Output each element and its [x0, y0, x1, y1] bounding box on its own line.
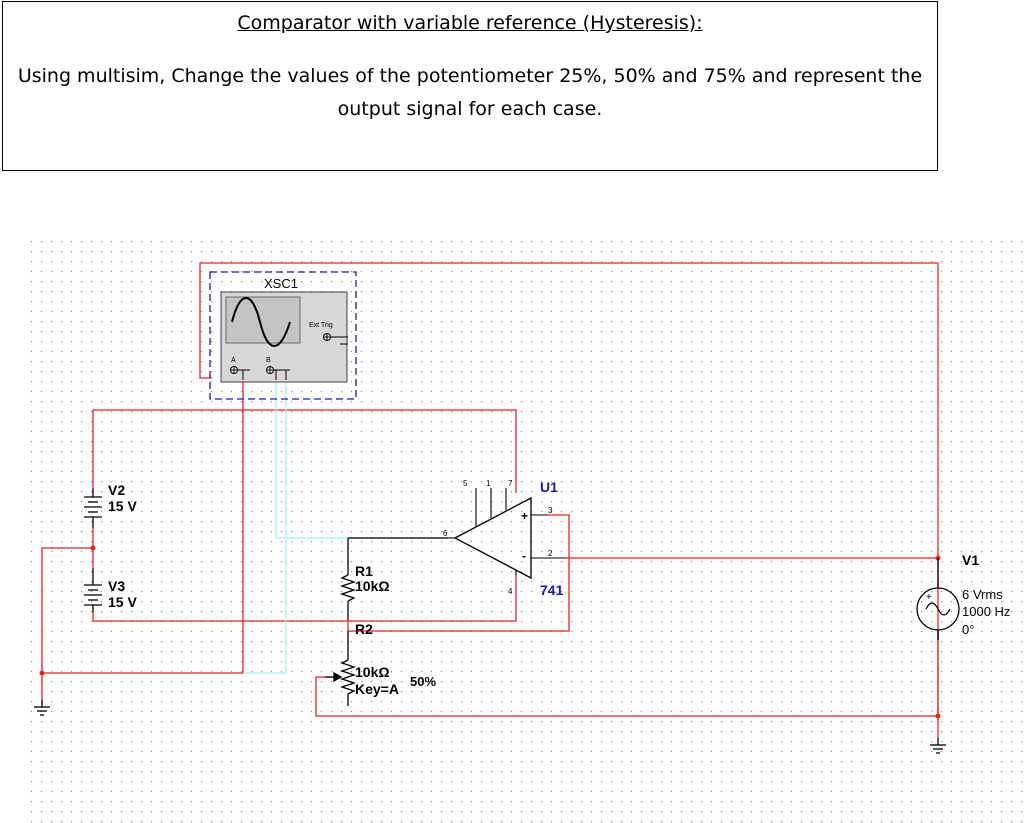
workspace-grid — [28, 238, 1024, 823]
resistor-r1-value: 10kΩ — [355, 578, 390, 594]
battery-v3-value: 15 V — [108, 594, 137, 610]
opamp-pins — [448, 488, 566, 575]
ext-trig-terminal[interactable] — [323, 333, 349, 345]
opamp-pin-7: 7 — [508, 479, 513, 488]
ac-source-v1-amplitude: 6 Vrms — [962, 587, 1003, 602]
ac-source-v1-ref: V1 — [962, 552, 979, 568]
ac-source-v1[interactable] — [916, 558, 960, 640]
resistor-r1-ref: R1 — [355, 563, 373, 579]
potentiometer-r2-value: 10kΩ — [355, 664, 390, 680]
oscilloscope-xsc1[interactable]: XSC1 Ext Trig A B — [209, 271, 357, 400]
wire-v3-negative — [92, 575, 517, 622]
sine-wave-icon — [231, 297, 291, 347]
opamp-model: 741 — [540, 582, 564, 598]
probe-wire-b-second — [243, 372, 287, 674]
battery-v2-ref: V2 — [108, 482, 125, 498]
battery-v2-value: 15 V — [108, 498, 137, 514]
potentiometer-r2-key: Key=A — [355, 681, 399, 697]
opamp-u1[interactable]: 5 1 7 3 2 6 4 + - U1 741 — [443, 479, 566, 598]
ac-source-plus-sign: + — [926, 592, 932, 603]
potentiometer-r2-ref: R2 — [355, 621, 373, 637]
opamp-pin-4: 4 — [508, 587, 513, 596]
ac-source-v1-phase: 0° — [962, 622, 974, 637]
wire-output-loop — [199, 262, 939, 717]
ext-trig-label: Ext Trig — [309, 322, 333, 329]
oscilloscope-dashed-border — [209, 271, 357, 400]
channel-b-label: B — [266, 357, 271, 364]
opamp-pin-6: 6 — [443, 529, 448, 538]
ground-icon — [34, 700, 50, 716]
wire-v2-positive — [92, 409, 517, 493]
battery-v2[interactable] — [84, 488, 102, 528]
circuit-schematic: XSC1 Ext Trig A B — [28, 238, 1024, 823]
battery-v3-ref: V3 — [108, 578, 125, 594]
opamp-plus-sign: + — [521, 509, 528, 523]
potentiometer-r2-setting: 50% — [410, 674, 436, 689]
wire-feedback — [347, 514, 570, 632]
opamp-pin-2: 2 — [548, 549, 553, 558]
opamp-pin-3: 3 — [548, 506, 553, 515]
task-box: Comparator with variable reference (Hyst… — [2, 1, 938, 171]
potentiometer-r2[interactable] — [325, 631, 357, 706]
resistor-r1[interactable] — [339, 537, 448, 620]
opamp-ref: U1 — [540, 479, 558, 495]
channel-a-terminal[interactable] — [230, 366, 251, 381]
opamp-minus-sign: - — [522, 549, 526, 563]
oscilloscope-ref: XSC1 — [264, 276, 298, 291]
wire-ground-rail — [41, 547, 93, 700]
oscilloscope-screen — [225, 296, 301, 344]
opamp-triangle — [453, 496, 532, 580]
channel-b-terminal[interactable] — [266, 366, 291, 381]
task-instruction: Using multisim, Change the values of the… — [17, 65, 923, 120]
opamp-pin-5: 5 — [463, 479, 468, 488]
battery-v3[interactable] — [84, 568, 102, 612]
ground-icon — [930, 738, 946, 754]
task-title: Comparator with variable reference (Hyst… — [237, 12, 703, 34]
opamp-pin-1: 1 — [486, 479, 491, 488]
channel-a-label: A — [231, 357, 236, 364]
ac-source-v1-frequency: 1000 Hz — [962, 604, 1010, 619]
